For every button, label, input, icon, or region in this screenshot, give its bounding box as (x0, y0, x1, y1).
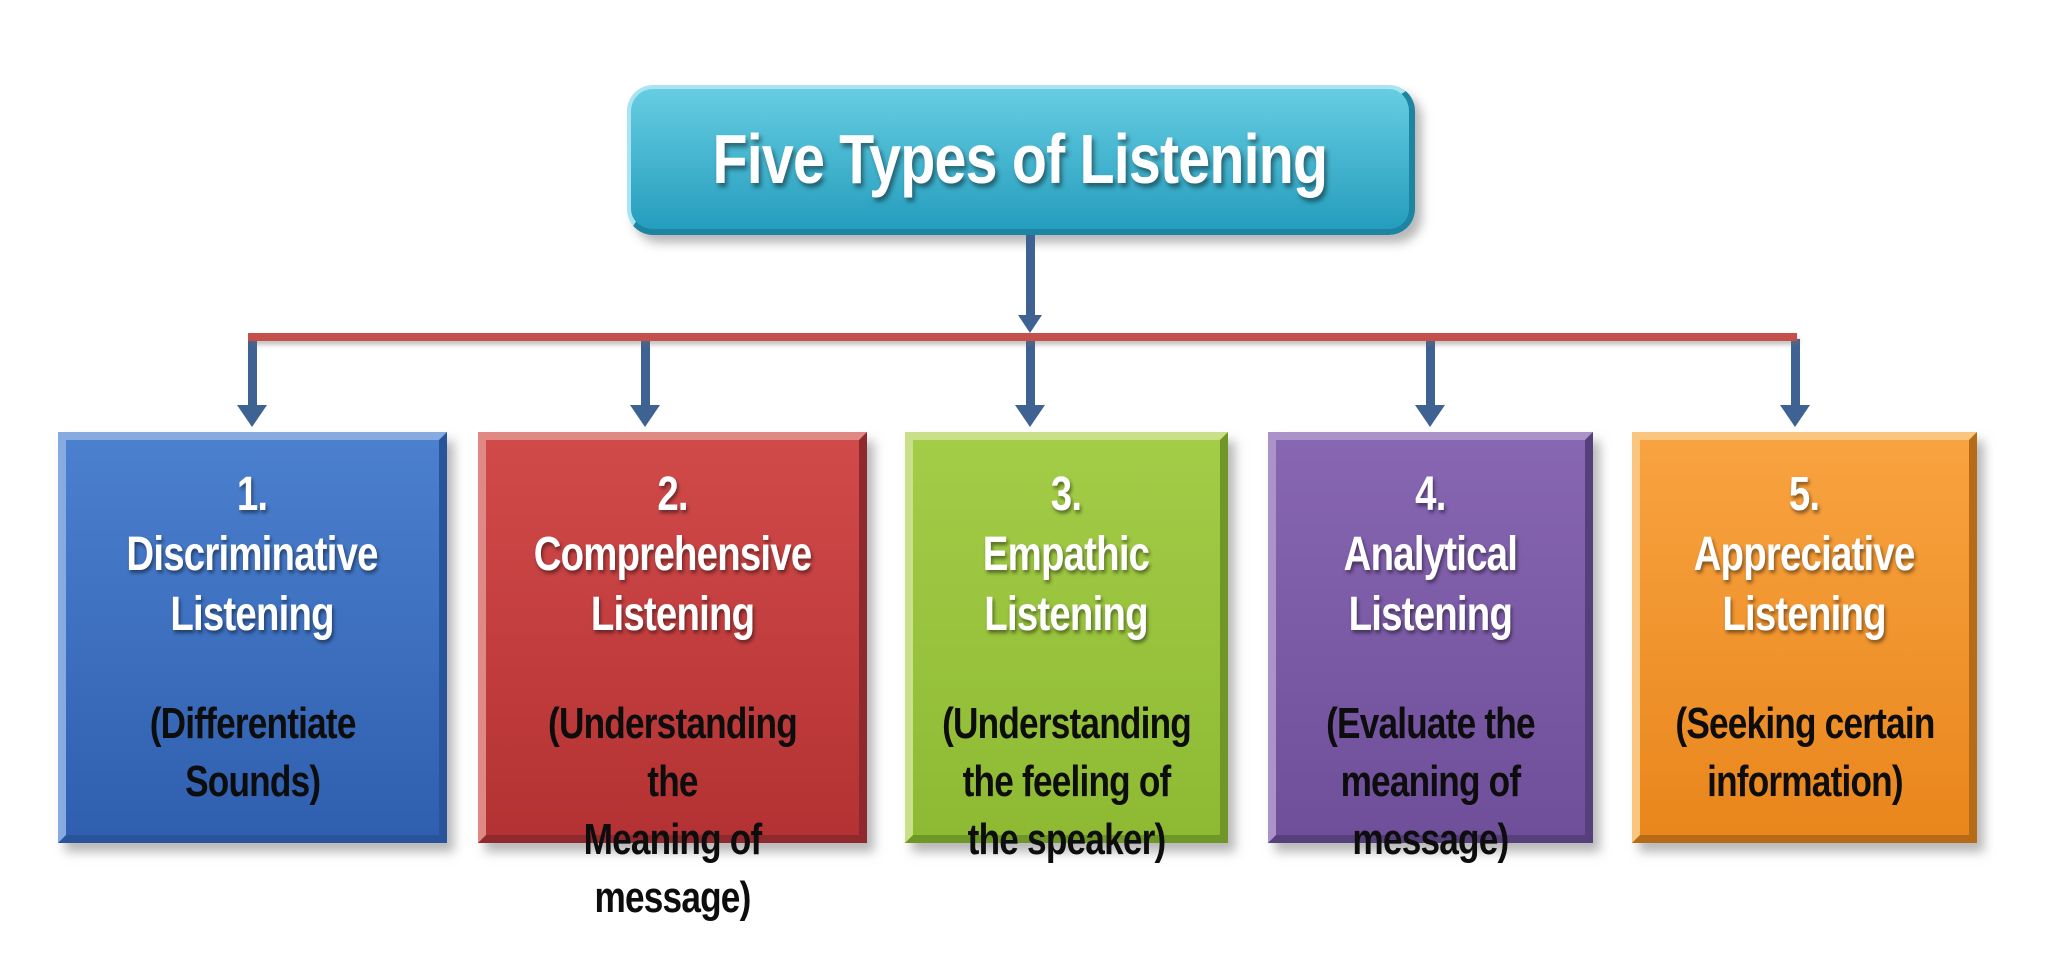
branch-arrowhead-2-icon (630, 405, 660, 427)
type-box-comprehensive: 2. Comprehensive Listening (Understandin… (478, 432, 867, 922)
branch-connector-line-4 (1426, 339, 1435, 405)
type-box-discriminative: 1. Discriminative Listening (Differentia… (58, 432, 447, 843)
branch-connector-line-1 (248, 339, 257, 405)
title-connector-line (1026, 235, 1035, 315)
box-description: (Understanding the Meaning of message) (548, 699, 798, 922)
branch-arrowhead-1-icon (237, 405, 267, 427)
branch-connector-line-5 (1791, 339, 1800, 405)
box-description: (Seeking certain information) (1674, 699, 1935, 806)
type-box-appreciative: 5. Appreciative Listening (Seeking certa… (1632, 432, 1977, 843)
horizontal-distributor-line (248, 333, 1797, 341)
branch-connector-line-3 (1026, 341, 1035, 405)
box-heading: 2. Comprehensive Listening (533, 468, 813, 641)
title-connector-arrowhead-icon (1018, 315, 1042, 333)
diagram-title: Five Types of Listening (712, 120, 1329, 198)
box-heading: 5. Appreciative Listening (1694, 468, 1916, 641)
branch-arrowhead-5-icon (1780, 405, 1810, 427)
type-box-empathic: 3. Empathic Listening (Understanding the… (905, 432, 1228, 864)
box-description: (Evaluate the meaning of message) (1326, 699, 1535, 864)
branch-connector-line-2 (641, 339, 650, 405)
box-description: (Differentiate Sounds) (149, 699, 357, 806)
box-heading: 1. Discriminative Listening (126, 468, 379, 641)
type-box-analytical: 4. Analytical Listening (Evaluate the me… (1268, 432, 1593, 864)
diagram-title-box: Five Types of Listening (627, 85, 1415, 235)
box-heading: 4. Analytical Listening (1343, 468, 1518, 641)
branch-arrowhead-4-icon (1415, 405, 1445, 427)
box-heading: 3. Empathic Listening (983, 468, 1150, 641)
branch-arrowhead-3-icon (1015, 405, 1045, 427)
box-description: (Understanding the feeling of the speake… (942, 699, 1192, 864)
